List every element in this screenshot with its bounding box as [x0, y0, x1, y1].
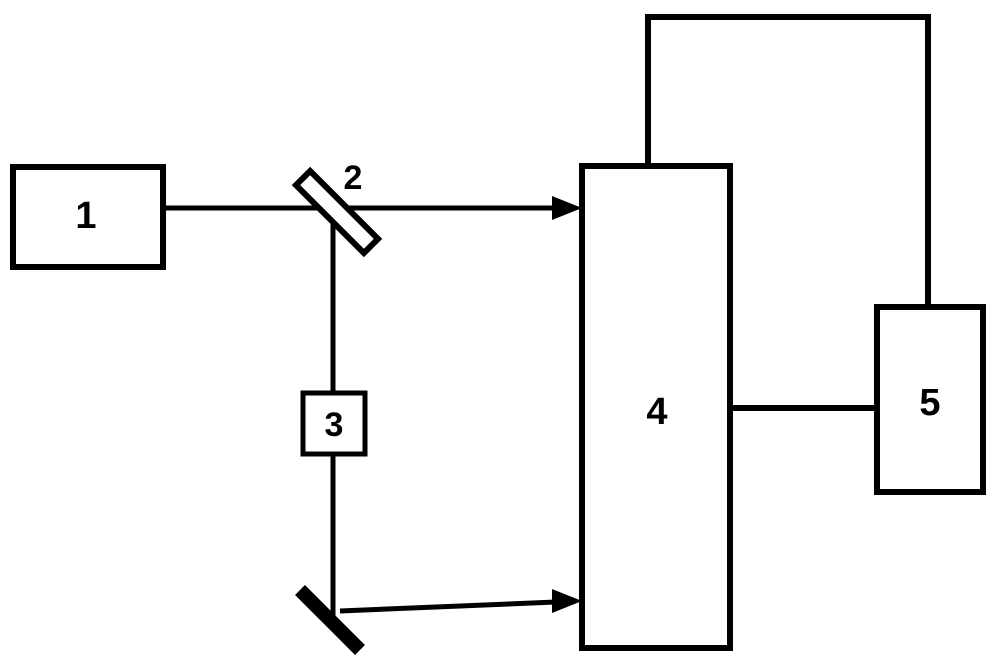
beamsplitter-2 [291, 166, 383, 258]
arrowhead-into-4-top [552, 196, 582, 220]
block-4-label: 4 [646, 391, 667, 433]
feedback-loop-line [645, 14, 931, 307]
block-1 [10, 164, 166, 270]
beam-line-mirror-to-4 [339, 599, 557, 614]
block-3-label: 3 [325, 406, 344, 444]
mirror [295, 585, 365, 655]
beamsplitter-2-label: 2 [344, 159, 363, 197]
block-1-label: 1 [75, 195, 96, 237]
block-4 [579, 163, 733, 651]
arrowhead-into-4-bottom [552, 589, 582, 613]
block-3 [300, 390, 368, 457]
block-5 [874, 304, 986, 495]
block-5-label: 5 [919, 382, 940, 424]
